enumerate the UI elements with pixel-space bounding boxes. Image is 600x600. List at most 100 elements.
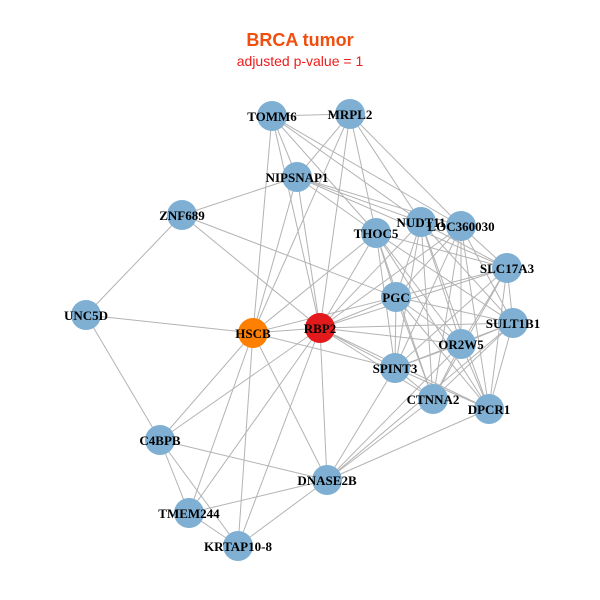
edge-tomm6-loc360030 <box>271 115 462 227</box>
node-circle[interactable] <box>312 465 342 495</box>
edge-rbp2-dnase2b <box>319 327 328 481</box>
edge-nipsnap1-thoc5 <box>296 176 377 234</box>
edge-rbp2-tmem244 <box>188 327 321 514</box>
edge-rbp2-loc360030 <box>319 225 462 329</box>
node-label: KRTAP10-8 <box>204 539 272 554</box>
node-label: SLC17A3 <box>480 261 535 276</box>
edge-slc17a3-dpcr1 <box>488 267 508 410</box>
edge-sult1b1-ctnna2 <box>432 322 514 400</box>
node-circle[interactable] <box>238 318 268 348</box>
edge-loc360030-spint3 <box>394 225 462 369</box>
node-label: NIPSNAP1 <box>266 170 329 185</box>
edge-nudt11-dpcr1 <box>420 221 490 410</box>
node-label: NUDT11 <box>396 215 445 230</box>
edge-c4bpb-dnase2b <box>159 439 328 481</box>
edge-mrpl2-hscb <box>252 113 351 334</box>
node-label: SPINT3 <box>373 361 418 376</box>
node-tmem244[interactable]: TMEM244 <box>158 498 220 528</box>
node-label: OR2W5 <box>438 337 484 352</box>
node-circle[interactable] <box>406 207 436 237</box>
edge-thoc5-dpcr1 <box>375 232 490 410</box>
edge-c4bpb-krtap10-8 <box>159 439 239 547</box>
edge-rbp2-sult1b1 <box>319 322 514 329</box>
node-sult1b1[interactable]: SULT1B1 <box>486 308 540 338</box>
node-circle[interactable] <box>167 200 197 230</box>
node-circle[interactable] <box>335 99 365 129</box>
edge-loc360030-dpcr1 <box>460 225 490 410</box>
edge-mrpl2-rbp2 <box>319 113 351 329</box>
edge-dpcr1-dnase2b <box>326 408 490 481</box>
node-circle[interactable] <box>498 308 528 338</box>
node-or2w5[interactable]: OR2W5 <box>438 329 484 359</box>
node-circle[interactable] <box>380 353 410 383</box>
edge-slc17a3-spint3 <box>394 267 508 369</box>
node-label: DPCR1 <box>468 402 511 417</box>
edges-layer <box>85 113 514 547</box>
node-label: CTNNA2 <box>407 392 460 407</box>
edge-nipsnap1-rbp2 <box>296 176 321 329</box>
node-label: TOMM6 <box>247 109 297 124</box>
node-label: RBP2 <box>304 321 337 336</box>
node-mrpl2[interactable]: MRPL2 <box>328 99 373 129</box>
node-circle[interactable] <box>446 329 476 359</box>
node-circle[interactable] <box>361 218 391 248</box>
edge-nudt11-or2w5 <box>420 221 462 345</box>
edge-slc17a3-pgc <box>395 267 508 298</box>
edge-tomm6-thoc5 <box>271 115 377 234</box>
node-circle[interactable] <box>418 384 448 414</box>
node-label: MRPL2 <box>328 107 373 122</box>
node-hscb[interactable]: HSCB <box>235 318 271 348</box>
node-nipsnap1[interactable]: NIPSNAP1 <box>266 162 329 192</box>
edge-pgc-sult1b1 <box>395 296 514 324</box>
node-circle[interactable] <box>145 425 175 455</box>
node-ctnna2[interactable]: CTNNA2 <box>407 384 460 414</box>
edge-spint3-dnase2b <box>326 367 396 481</box>
edge-pgc-dpcr1 <box>395 296 490 410</box>
edge-nudt11-ctnna2 <box>420 221 434 400</box>
graph-title: BRCA tumor <box>246 30 354 50</box>
edge-nipsnap1-nudt11 <box>296 176 422 223</box>
node-circle[interactable] <box>474 394 504 424</box>
edge-hscb-tmem244 <box>188 332 254 514</box>
node-nudt11[interactable]: NUDT11 <box>396 207 446 237</box>
node-circle[interactable] <box>381 282 411 312</box>
node-circle[interactable] <box>223 531 253 561</box>
node-slc17a3[interactable]: SLC17A3 <box>480 253 535 283</box>
node-rbp2[interactable]: RBP2 <box>304 313 337 343</box>
node-circle[interactable] <box>305 313 335 343</box>
edge-znf689-unc5d <box>85 214 183 316</box>
edge-rbp2-krtap10-8 <box>237 327 321 547</box>
node-krtap10-8[interactable]: KRTAP10-8 <box>204 531 272 561</box>
node-znf689[interactable]: ZNF689 <box>159 200 205 230</box>
node-tomm6[interactable]: TOMM6 <box>247 101 297 131</box>
node-circle[interactable] <box>71 300 101 330</box>
edge-loc360030-pgc <box>395 225 462 298</box>
node-circle[interactable] <box>282 162 312 192</box>
node-circle[interactable] <box>174 498 204 528</box>
edge-tomm6-nudt11 <box>271 115 422 223</box>
node-thoc5[interactable]: THOC5 <box>354 218 399 248</box>
node-spint3[interactable]: SPINT3 <box>373 353 418 383</box>
node-unc5d[interactable]: UNC5D <box>64 300 108 330</box>
node-label: DNASE2B <box>297 473 357 488</box>
node-c4bpb[interactable]: C4BPB <box>139 425 181 455</box>
node-circle[interactable] <box>446 211 476 241</box>
node-circle[interactable] <box>492 253 522 283</box>
node-pgc[interactable]: PGC <box>381 282 411 312</box>
edge-hscb-c4bpb <box>159 332 254 441</box>
edge-znf689-rbp2 <box>181 214 321 329</box>
node-dpcr1[interactable]: DPCR1 <box>468 394 511 424</box>
edge-thoc5-slc17a3 <box>375 232 508 269</box>
graph-subtitle: adjusted p-value = 1 <box>236 53 364 69</box>
edge-thoc5-sult1b1 <box>375 232 514 324</box>
node-circle[interactable] <box>257 101 287 131</box>
edge-rbp2-nudt11 <box>319 221 422 329</box>
edge-rbp2-thoc5 <box>319 232 377 329</box>
edge-hscb-krtap10-8 <box>237 332 254 547</box>
node-loc360030[interactable]: LOC360030 <box>427 211 495 241</box>
edge-rbp2-c4bpb <box>159 327 321 441</box>
node-label: LOC360030 <box>427 219 494 234</box>
edge-ctnna2-dnase2b <box>326 398 434 481</box>
node-dnase2b[interactable]: DNASE2B <box>297 465 357 495</box>
